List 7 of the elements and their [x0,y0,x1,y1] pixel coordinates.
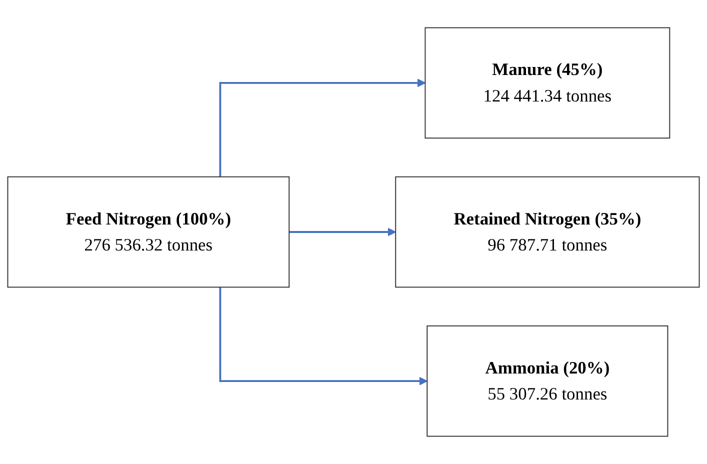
arrow [219,78,426,177]
node-box: Ammonia (20%) 55 307.26 tonnes [426,325,668,437]
node-box: Manure (45%) 124 441.34 tonnes [424,27,670,139]
arrow [219,287,428,386]
arrow [288,228,396,236]
node-box: Feed Nitrogen (100%) 276 536.32 tonnes [7,176,290,288]
node-box: Retained Nitrogen (35%) 96 787.71 tonnes [395,176,700,288]
